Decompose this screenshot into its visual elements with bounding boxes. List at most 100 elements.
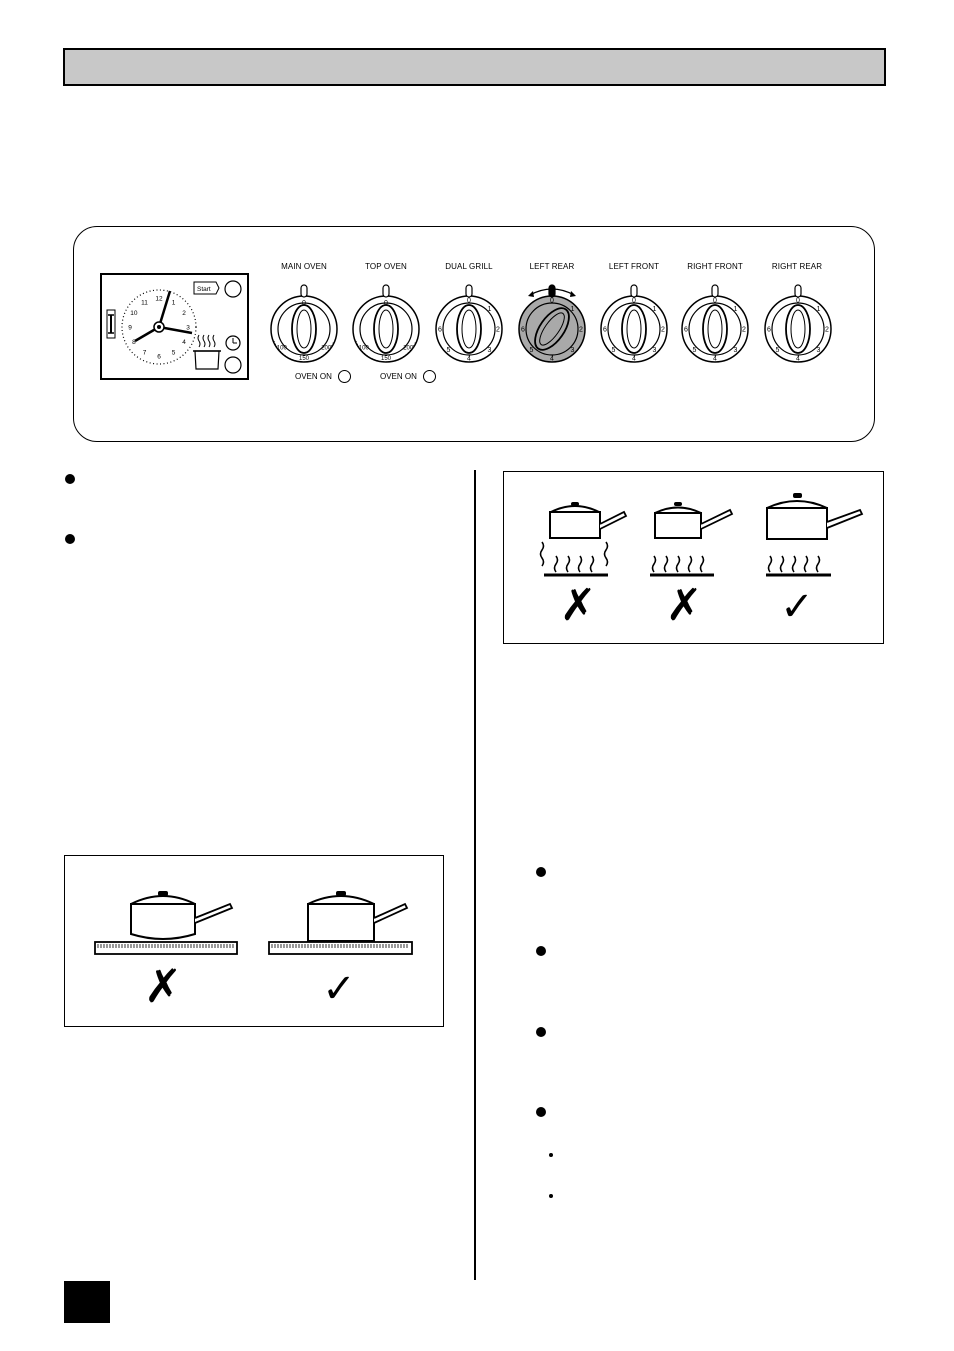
knob-scale-label: 6 xyxy=(521,327,525,334)
hob-plate-icon xyxy=(268,941,413,955)
knob-scale-label: 5 xyxy=(530,347,534,354)
pan-icon xyxy=(307,891,409,942)
knob-scale-label: 2 xyxy=(742,327,746,334)
knob-scale-label: 6 xyxy=(438,327,442,334)
knob-scale-label: 0 xyxy=(550,298,554,305)
knob-label-right-rear: RIGHT REAR xyxy=(771,262,823,271)
knob-pointer xyxy=(465,284,473,298)
pan-base-figure: ✗ ✓ xyxy=(64,855,444,1027)
oven-on-indicator-main: OVEN ON xyxy=(295,370,351,383)
oven-on-label: OVEN ON xyxy=(380,372,417,381)
knob-scale-label: 5 xyxy=(776,347,780,354)
sub-bullet-point xyxy=(549,1194,553,1198)
start-button[interactable] xyxy=(224,280,242,298)
control-panel xyxy=(73,226,875,442)
start-label: Start xyxy=(197,286,211,293)
check-mark: ✓ xyxy=(322,967,356,1011)
auto-cook-button[interactable] xyxy=(224,356,242,374)
knob-pointer xyxy=(548,284,556,298)
pan-base-illustration: ✗ ✓ xyxy=(94,891,413,1012)
clock-number: 4 xyxy=(182,339,186,346)
clock-number: 1 xyxy=(172,299,176,306)
knob-label-left-front: LEFT FRONT xyxy=(608,262,660,271)
cross-mark: ✗ xyxy=(144,960,183,1012)
knob-scale-label: 1 xyxy=(734,306,738,313)
clock-number: 10 xyxy=(130,310,138,317)
knob-scale-label: 4 xyxy=(796,356,800,363)
knob-scale-label: 6 xyxy=(684,327,688,334)
oven-on-indicator-top: OVEN ON xyxy=(380,370,436,383)
clock-hands xyxy=(134,290,193,343)
pan-icon xyxy=(549,502,628,539)
header-bar xyxy=(63,48,886,86)
knob-scale-label: 2 xyxy=(579,327,583,334)
hob-plate-icon xyxy=(94,941,238,955)
clock-number: 8 xyxy=(132,339,136,346)
bullet-point xyxy=(65,534,75,544)
knob-scale-label: 200 xyxy=(321,346,332,352)
knob-scale-label: 3 xyxy=(571,347,575,354)
control-knob[interactable]: 100 150 200 0 xyxy=(352,284,420,363)
pan-size-illustration: ✗ ✗ ✓ xyxy=(539,493,864,630)
pan-icon xyxy=(766,493,864,540)
heat-waves-icon xyxy=(650,555,714,577)
knob-scale-label: 1 xyxy=(571,306,575,313)
knob-scale-label: 5 xyxy=(447,347,451,354)
knob-label-right-front: RIGHT FRONT xyxy=(687,262,743,271)
clock-number: 2 xyxy=(182,310,186,317)
clock-number: 5 xyxy=(172,350,176,357)
knob-scale-label: 1 xyxy=(653,306,657,313)
knob-label-top-oven: TOP OVEN xyxy=(365,262,407,271)
check-mark: ✓ xyxy=(780,585,814,629)
control-knob[interactable]: 0 1 2 3 4 5 6 xyxy=(518,284,586,363)
knob-scale-label: 4 xyxy=(550,356,554,363)
knob-scale-label: 2 xyxy=(496,327,500,334)
clock-number: 7 xyxy=(143,350,147,357)
knob-scale-label: 0 xyxy=(796,298,800,305)
knob-scale-label: 4 xyxy=(713,356,717,363)
clock-number: 9 xyxy=(128,325,132,332)
cross-mark: ✗ xyxy=(560,581,597,630)
page-number-tab xyxy=(64,1281,110,1323)
knob-scale-label: 0 xyxy=(632,298,636,305)
battery-icon xyxy=(106,309,116,339)
bullet-point xyxy=(536,867,546,877)
knob-scale-label: 0 xyxy=(384,300,388,307)
bullet-point xyxy=(536,1107,546,1117)
knob-scale-label: 200 xyxy=(403,346,414,352)
heat-waves-icon xyxy=(539,541,609,577)
bullet-point xyxy=(536,946,546,956)
bullet-point xyxy=(536,1027,546,1037)
knob-label-main-oven: MAIN OVEN xyxy=(281,262,327,271)
pot-steam-icon xyxy=(193,334,221,370)
bullet-point xyxy=(65,474,75,484)
pan-icon xyxy=(130,891,234,940)
knob-scale-label: 0 xyxy=(467,298,471,305)
knob-label-dual-grill: DUAL GRILL xyxy=(445,262,493,271)
knob-scale-label: 0 xyxy=(713,298,717,305)
knob-scale-label: 5 xyxy=(612,347,616,354)
oven-on-label: OVEN ON xyxy=(295,372,332,381)
knob-scale-label: 5 xyxy=(693,347,697,354)
knob-scale-label: 150 xyxy=(299,356,310,362)
clock-number: 6 xyxy=(157,354,161,361)
knob-scale-label: 2 xyxy=(825,327,829,334)
knob-scale-label: 150 xyxy=(381,356,392,362)
clock-number: 11 xyxy=(141,299,148,306)
timer-icon xyxy=(225,335,241,351)
knob-scale-label: 3 xyxy=(817,347,821,354)
knob-pointer xyxy=(300,284,308,298)
knob-scale-label: 100 xyxy=(359,346,370,352)
column-divider xyxy=(474,470,476,1280)
knob-label-left-rear: LEFT REAR xyxy=(529,262,575,271)
knob-scale-label: 4 xyxy=(632,356,636,363)
heat-waves-icon xyxy=(766,555,831,577)
